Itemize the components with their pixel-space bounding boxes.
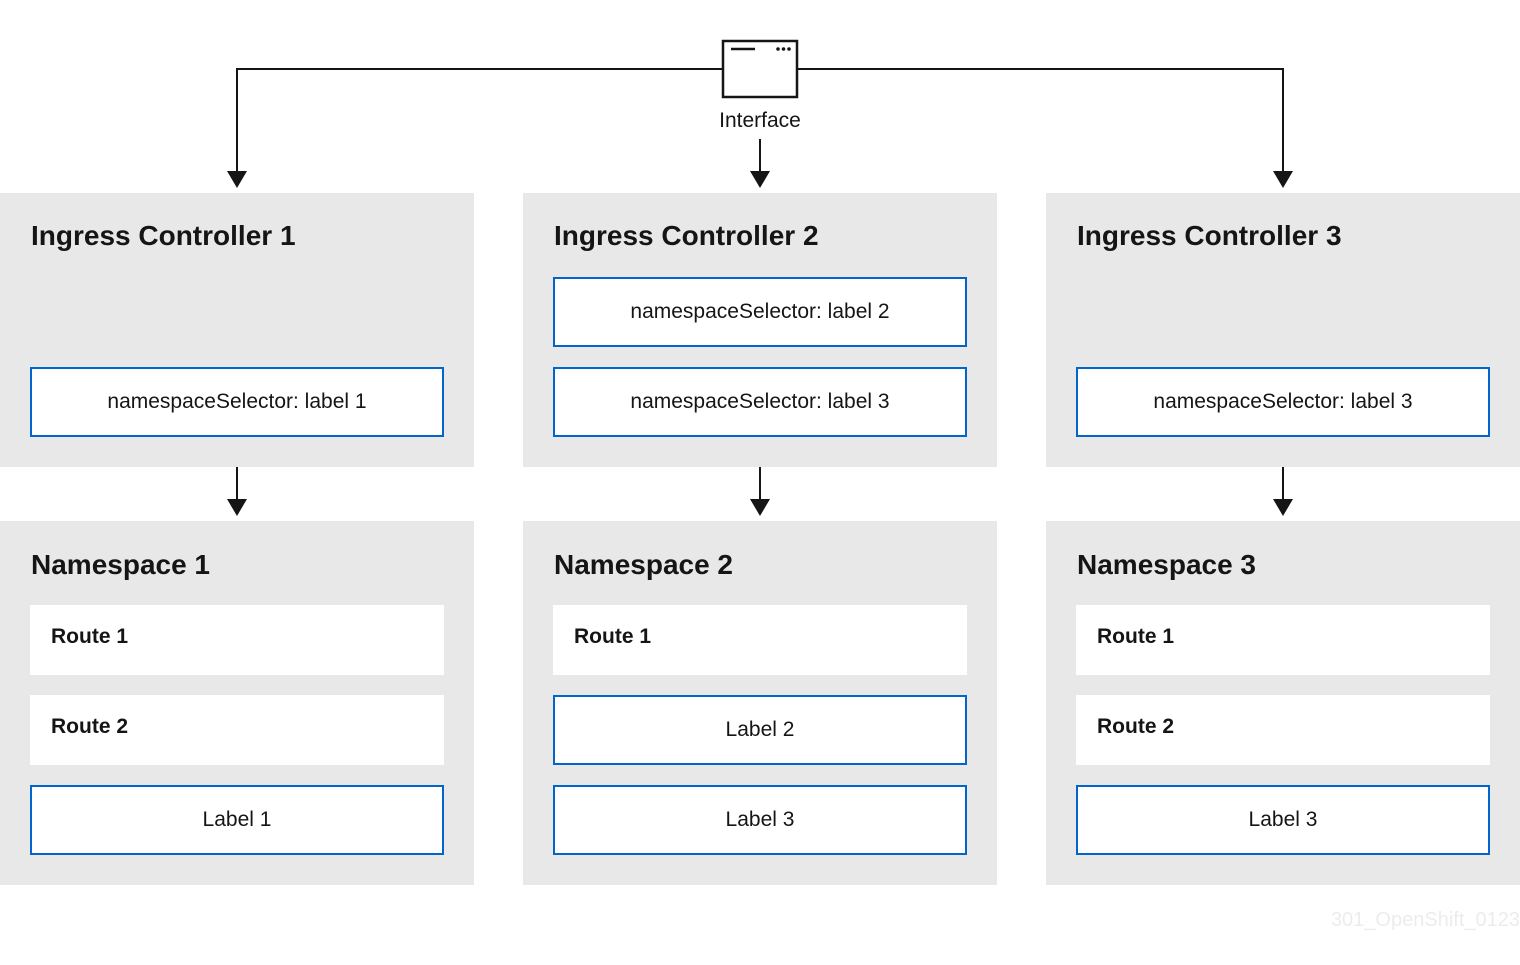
ingress-controller-1-panel: Ingress Controller 1 namespaceSelector: … [0, 193, 474, 467]
namespace-title: Namespace 1 [31, 549, 211, 580]
label-box: Label 3 [553, 785, 967, 855]
route-box: Route 1 [553, 605, 967, 675]
interface-label: Interface [719, 109, 801, 132]
ingress-controller-3-panel: Ingress Controller 3 namespaceSelector: … [1046, 193, 1520, 467]
route-box: Route 1 [1076, 605, 1490, 675]
ingress-controller-2-panel: Ingress Controller 2 namespaceSelector: … [523, 193, 997, 467]
ingress-controller-title: Ingress Controller 2 [554, 220, 819, 251]
label-box: Label 1 [30, 785, 444, 855]
namespace-3-panel: Namespace 3 Route 1 Route 2 Label 3 [1046, 521, 1520, 885]
arrowhead-controller-3 [1273, 171, 1293, 188]
arrowhead-namespace-3 [1273, 499, 1293, 516]
route-box: Route 2 [30, 695, 444, 765]
namespace-selector-box: namespaceSelector: label 1 [30, 367, 444, 437]
namespace-selector-box: namespaceSelector: label 3 [553, 367, 967, 437]
figure-id-watermark: 301_OpenShift_0123 [1330, 909, 1520, 931]
label-box: Label 2 [553, 695, 967, 765]
namespace-selector-box: namespaceSelector: label 2 [553, 277, 967, 347]
namespace-title: Namespace 3 [1077, 549, 1257, 580]
connector-interface-to-controller-3 [797, 68, 1284, 172]
namespace-selector-box: namespaceSelector: label 3 [1076, 367, 1490, 437]
arrowhead-namespace-1 [227, 499, 247, 516]
label-box: Label 3 [1076, 785, 1490, 855]
arrowhead-controller-1 [227, 171, 247, 188]
namespace-title: Namespace 2 [554, 549, 734, 580]
route-box: Route 1 [30, 605, 444, 675]
arrowhead-controller-2 [750, 171, 770, 188]
connector-interface-to-controller-1 [236, 68, 723, 172]
browser-window-icon [721, 39, 799, 99]
namespace-2-panel: Namespace 2 Route 1 Label 2 Label 3 [523, 521, 997, 885]
arrowhead-namespace-2 [750, 499, 770, 516]
namespace-1-panel: Namespace 1 Route 1 Route 2 Label 1 [0, 521, 474, 885]
route-box: Route 2 [1076, 695, 1490, 765]
ingress-controller-title: Ingress Controller 3 [1077, 220, 1342, 251]
ingress-controller-title: Ingress Controller 1 [31, 220, 296, 251]
